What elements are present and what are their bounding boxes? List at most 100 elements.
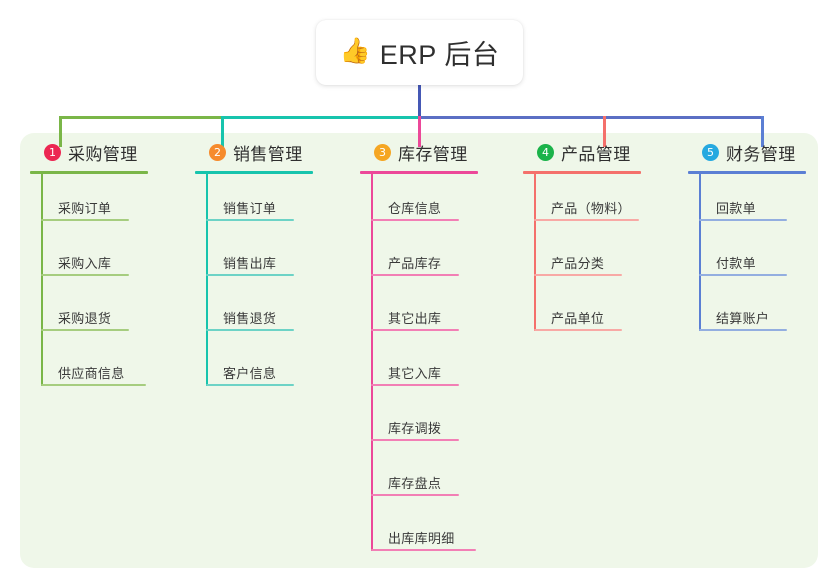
item-label: 产品单位 — [551, 311, 605, 326]
thumbs-up-icon: 👍 — [339, 37, 371, 65]
column-header-purchasing[interactable]: 1 采购管理 — [30, 133, 198, 171]
list-item[interactable]: 产品单位 — [523, 284, 691, 339]
column-body-3: 仓库信息 产品库存 其它出库 其它入库 库存调拨 库存盘点 — [360, 174, 528, 559]
list-item[interactable]: 结算账户 — [688, 284, 839, 339]
column-title-4: 产品管理 — [561, 144, 631, 164]
list-item[interactable]: 产品分类 — [523, 229, 691, 284]
item-label: 采购退货 — [58, 311, 112, 326]
item-rule — [371, 384, 459, 386]
list-item[interactable]: 产品库存 — [360, 229, 528, 284]
item-label: 回款单 — [716, 201, 756, 216]
item-rule — [699, 329, 787, 331]
item-rule — [371, 329, 459, 331]
column-purchasing: 1 采购管理 采购订单 采购入库 采购退货 供应商信息 — [30, 133, 198, 394]
item-label: 采购订单 — [58, 201, 112, 216]
column-title-3: 库存管理 — [398, 144, 468, 164]
item-label: 产品库存 — [388, 256, 442, 271]
column-spine-1 — [41, 174, 43, 386]
item-rule — [41, 384, 146, 386]
item-rule — [371, 549, 476, 551]
column-title-2: 销售管理 — [233, 144, 303, 164]
list-item[interactable]: 采购订单 — [30, 174, 198, 229]
list-item[interactable]: 销售退货 — [195, 284, 363, 339]
list-item[interactable]: 采购入库 — [30, 229, 198, 284]
column-container: 1 采购管理 采购订单 采购入库 采购退货 供应商信息 — [0, 133, 839, 568]
column-header-inventory[interactable]: 3 库存管理 — [360, 133, 528, 171]
column-rule-3 — [360, 171, 478, 174]
list-item[interactable]: 销售出库 — [195, 229, 363, 284]
column-spine-3 — [371, 174, 373, 551]
list-item[interactable]: 其它入库 — [360, 339, 528, 394]
column-sales: 2 销售管理 销售订单 销售出库 销售退货 客户信息 — [195, 133, 363, 394]
list-item[interactable]: 产品（物料） — [523, 174, 691, 229]
item-label: 其它入库 — [388, 366, 442, 381]
root-node[interactable]: 👍 ERP 后台 — [316, 20, 523, 85]
item-label: 销售退货 — [223, 311, 277, 326]
item-rule — [534, 274, 622, 276]
column-header-product[interactable]: 4 产品管理 — [523, 133, 691, 171]
item-rule — [41, 329, 129, 331]
column-finance: 5 财务管理 回款单 付款单 结算账户 — [688, 133, 839, 339]
column-rule-5 — [688, 171, 806, 174]
list-item[interactable]: 客户信息 — [195, 339, 363, 394]
item-label: 客户信息 — [223, 366, 277, 381]
column-badge-2: 2 — [209, 143, 226, 161]
item-label: 出库库明细 — [388, 531, 455, 546]
item-rule — [41, 219, 129, 221]
list-item[interactable]: 库存调拨 — [360, 394, 528, 449]
item-label: 付款单 — [716, 256, 756, 271]
column-header-sales[interactable]: 2 销售管理 — [195, 133, 363, 171]
column-body-2: 销售订单 销售出库 销售退货 客户信息 — [195, 174, 363, 394]
item-label: 产品（物料） — [551, 201, 631, 216]
list-item[interactable]: 付款单 — [688, 229, 839, 284]
list-item[interactable]: 销售订单 — [195, 174, 363, 229]
column-title-1: 采购管理 — [68, 144, 138, 164]
column-title-5: 财务管理 — [726, 144, 796, 164]
column-spine-5 — [699, 174, 701, 331]
item-rule — [534, 219, 639, 221]
item-label: 结算账户 — [716, 311, 770, 326]
list-item[interactable]: 仓库信息 — [360, 174, 528, 229]
column-badge-5: 5 — [702, 143, 719, 161]
item-rule — [206, 219, 294, 221]
list-item[interactable]: 出库库明细 — [360, 504, 528, 559]
item-rule — [41, 274, 129, 276]
column-product: 4 产品管理 产品（物料） 产品分类 产品单位 — [523, 133, 691, 339]
item-label: 销售出库 — [223, 256, 277, 271]
item-rule — [699, 274, 787, 276]
item-label: 库存调拨 — [388, 421, 442, 436]
item-label: 采购入库 — [58, 256, 112, 271]
column-inventory: 3 库存管理 仓库信息 产品库存 其它出库 其它入库 库存调拨 — [360, 133, 528, 559]
item-rule — [534, 329, 622, 331]
column-badge-1: 1 — [44, 143, 61, 161]
item-label: 其它出库 — [388, 311, 442, 326]
item-rule — [699, 219, 787, 221]
item-rule — [206, 384, 294, 386]
root-title: ERP 后台 — [379, 40, 500, 70]
item-rule — [371, 219, 459, 221]
item-rule — [206, 329, 294, 331]
item-label: 销售订单 — [223, 201, 277, 216]
column-spine-4 — [534, 174, 536, 331]
item-label: 供应商信息 — [58, 366, 125, 381]
column-body-5: 回款单 付款单 结算账户 — [688, 174, 839, 339]
item-rule — [371, 439, 459, 441]
column-spine-2 — [206, 174, 208, 386]
list-item[interactable]: 其它出库 — [360, 284, 528, 339]
list-item[interactable]: 库存盘点 — [360, 449, 528, 504]
item-label: 库存盘点 — [388, 476, 442, 491]
column-rule-1 — [30, 171, 148, 174]
column-header-finance[interactable]: 5 财务管理 — [688, 133, 839, 171]
column-body-1: 采购订单 采购入库 采购退货 供应商信息 — [30, 174, 198, 394]
list-item[interactable]: 采购退货 — [30, 284, 198, 339]
list-item[interactable]: 回款单 — [688, 174, 839, 229]
column-rule-2 — [195, 171, 313, 174]
list-item[interactable]: 供应商信息 — [30, 339, 198, 394]
item-rule — [371, 274, 459, 276]
column-badge-3: 3 — [374, 143, 391, 161]
item-rule — [371, 494, 459, 496]
item-label: 仓库信息 — [388, 201, 442, 216]
column-body-4: 产品（物料） 产品分类 产品单位 — [523, 174, 691, 339]
item-rule — [206, 274, 294, 276]
column-badge-4: 4 — [537, 143, 554, 161]
